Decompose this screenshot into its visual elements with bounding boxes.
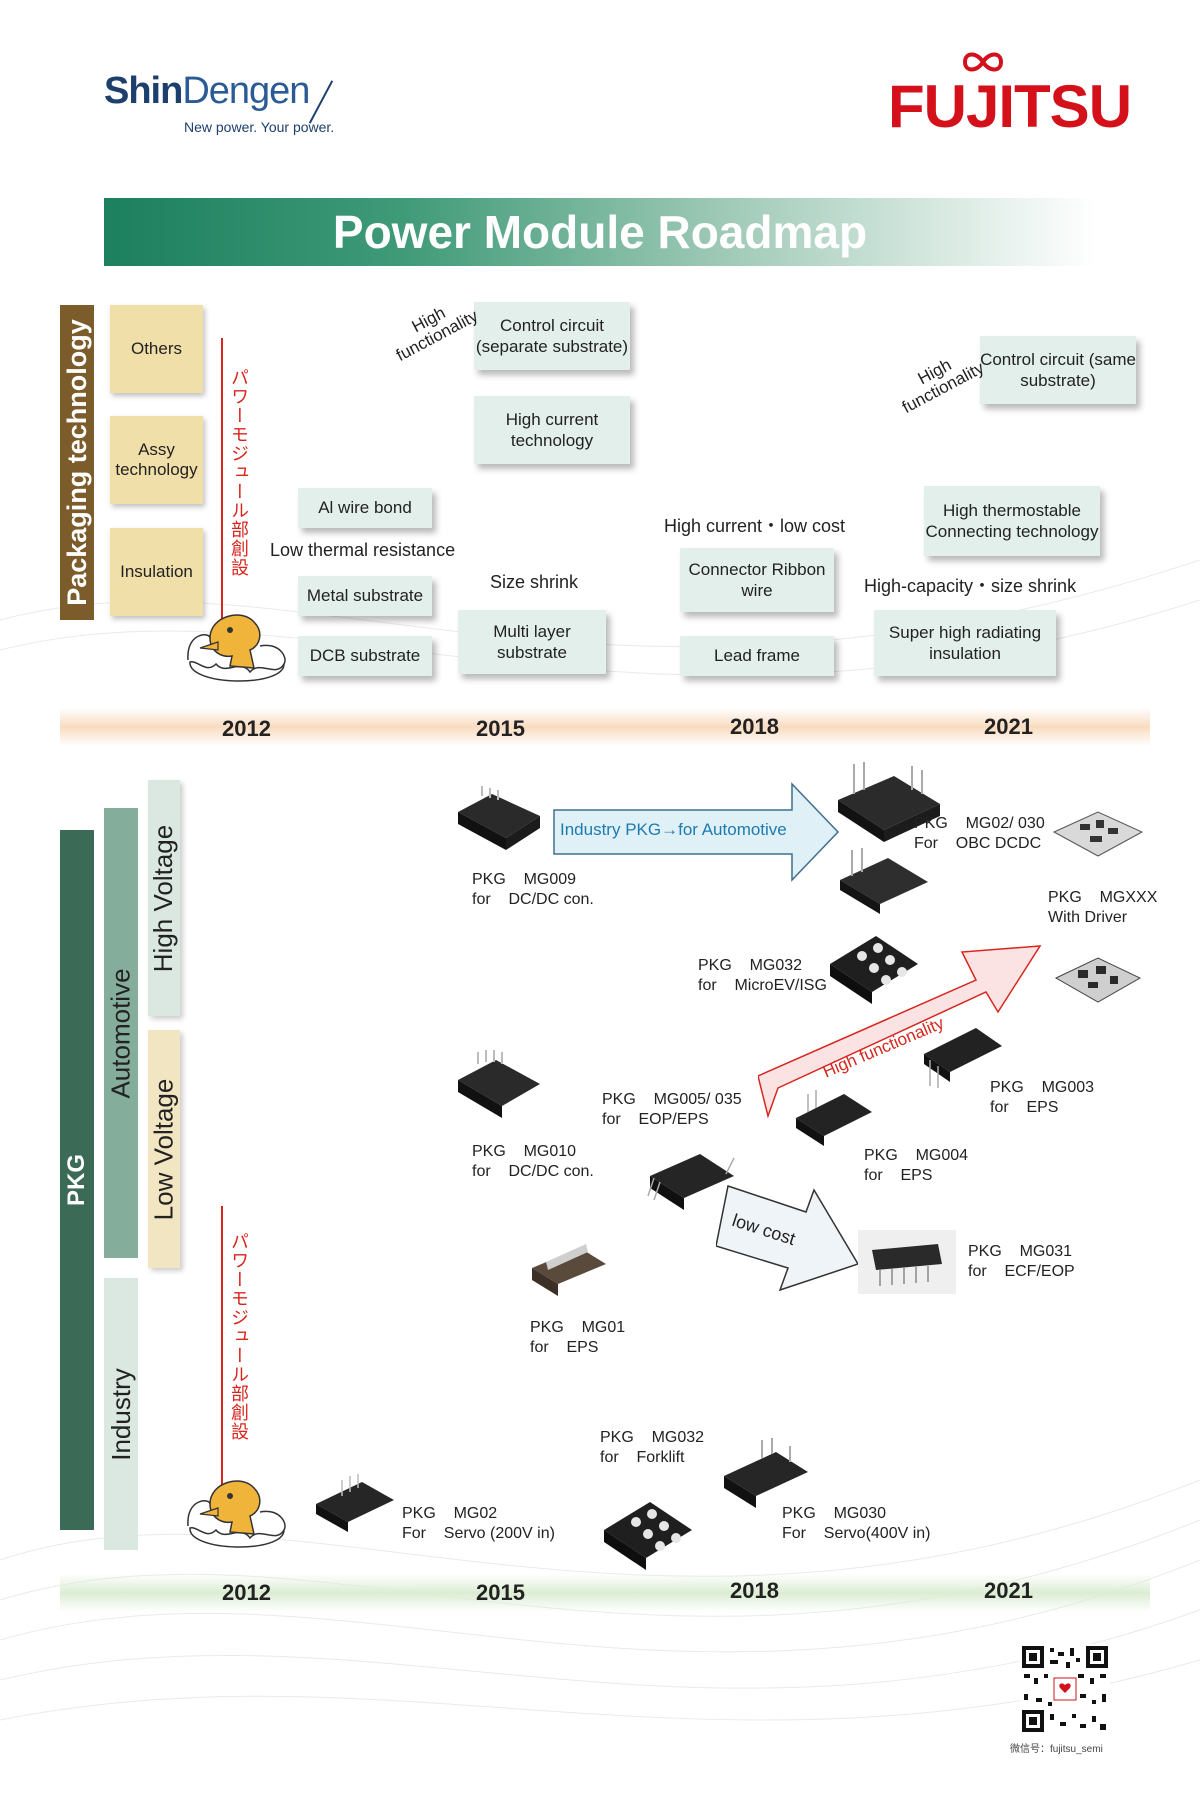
module-mg005-035-image xyxy=(647,1154,735,1210)
automotive-label: Automotive xyxy=(104,808,138,1258)
year-bottom-2021: 2021 xyxy=(984,1578,1033,1603)
year-bottom-2015: 2015 xyxy=(476,1580,525,1605)
module-mg032-micro-image xyxy=(830,936,918,1004)
box-multi-layer: Multi layer substrate xyxy=(458,610,606,674)
label-mg032-forklift: PKG MG032 for Forklift xyxy=(600,1429,705,1466)
box-super-high-radiating: Super high radiating insulation xyxy=(874,610,1056,676)
logo-shin: Shin xyxy=(104,70,183,112)
module-mg032-forklift-image xyxy=(604,1502,692,1570)
module-mg003-image xyxy=(924,1028,1002,1088)
label-mg003: PKG MG003 for EPS xyxy=(990,1079,1095,1116)
timeline-bottom xyxy=(60,1574,1150,1612)
module-mg02-image xyxy=(316,1474,394,1532)
label-mg009: PKG MG009 for DC/DC con. xyxy=(472,871,594,908)
module-mg02-030-alt-image xyxy=(840,848,928,914)
label-mg02-030: PKG MG02/ 030 For OBC DCDC xyxy=(914,815,1045,852)
title-banner xyxy=(104,198,1096,266)
logo-dengen: Dengen xyxy=(182,70,310,112)
year-top-2012: 2012 xyxy=(222,716,271,741)
fujitsu-infinity-icon xyxy=(962,52,1004,72)
industry-label: Industry xyxy=(104,1278,138,1550)
high-voltage-label: High Voltage xyxy=(148,780,180,1016)
year-top-2021: 2021 xyxy=(984,714,1033,739)
category-assy: Assy technology xyxy=(110,416,203,504)
arrow-industry-label: Industry PKG→for Automotive xyxy=(560,820,787,839)
pkg-label: PKG xyxy=(60,830,94,1530)
module-mg010-image xyxy=(458,1050,540,1118)
label-mgxxx: PKG MGXXX With Driver xyxy=(1048,889,1158,926)
qr-code xyxy=(1020,1644,1110,1734)
label-mg01: PKG MG01 for EPS xyxy=(530,1319,626,1356)
box-control-same: Control circuit (same substrate) xyxy=(980,336,1136,404)
box-lead-frame: Lead frame xyxy=(680,636,834,676)
box-dcb-substrate: DCB substrate xyxy=(298,636,432,676)
module-mg009-image xyxy=(458,786,540,850)
year-bottom-2018: 2018 xyxy=(730,1578,779,1603)
box-control-separate: Control circuit (separate substrate) xyxy=(474,302,630,370)
arrow-industry-to-automotive xyxy=(553,782,840,882)
low-voltage-label: Low Voltage xyxy=(148,1030,180,1268)
packaging-technology-label: Packaging technology xyxy=(60,305,94,620)
qr-caption: 微信号：fujitsu_semi xyxy=(1010,1744,1103,1755)
box-metal-substrate: Metal substrate xyxy=(298,576,432,616)
jp-note-bottom: パワーモジュール部創設 xyxy=(229,1232,249,1441)
label-high-current-low-cost: High current・low cost xyxy=(664,516,846,536)
shindengen-logo: ShinDengen New power. Your power. xyxy=(104,70,334,135)
year-bottom-2012: 2012 xyxy=(222,1580,271,1605)
label-mg02: PKG MG02 For Servo (200V in) xyxy=(402,1505,555,1542)
module-mgxxx-board-image xyxy=(1052,811,1144,857)
box-high-thermostable: High thermostable Connecting technology xyxy=(924,486,1100,556)
page-title: Power Module Roadmap xyxy=(332,206,868,258)
jp-note-top: パワーモジュール部創設 xyxy=(229,368,249,577)
box-high-current-tech: High current technology xyxy=(474,396,630,464)
label-mg005-035: PKG MG005/ 035 for EOP/EPS xyxy=(602,1091,742,1128)
label-mg030: PKG MG030 For Servo(400V in) xyxy=(782,1505,931,1542)
chick-egg-icon xyxy=(187,614,286,682)
year-top-2018: 2018 xyxy=(730,714,779,739)
module-mgxxx-driver-image xyxy=(1054,957,1142,1003)
label-mg004: PKG MG004 for EPS xyxy=(864,1147,969,1184)
box-al-wire-bond: Al wire bond xyxy=(298,488,432,528)
label-low-thermal: Low thermal resistance xyxy=(270,540,456,560)
arrow-low-cost xyxy=(716,1185,860,1292)
chick-egg-icon xyxy=(187,1480,286,1548)
logo-tagline: New power. Your power. xyxy=(184,119,335,135)
category-insulation: Insulation xyxy=(110,528,203,616)
founding-line-bottom xyxy=(221,1206,223,1506)
timeline-top xyxy=(60,708,1150,746)
label-size-shrink: Size shrink xyxy=(490,572,579,592)
label-high-capacity: High-capacity・size shrink xyxy=(864,576,1077,596)
label-mg010: PKG MG010 for DC/DC con. xyxy=(472,1143,594,1180)
label-mg032-micro: PKG MG032 for MicroEV/ISG xyxy=(698,957,827,994)
year-top-2015: 2015 xyxy=(476,716,525,741)
module-mg031-image xyxy=(858,1230,956,1294)
module-mg01-image xyxy=(532,1244,606,1296)
category-others: Others xyxy=(110,305,203,393)
founding-line-top xyxy=(221,338,223,620)
module-mg030-image xyxy=(724,1438,808,1508)
label-mg031: PKG MG031 for ECF/EOP xyxy=(968,1243,1075,1280)
box-connector-ribbon: Connector Ribbon wire xyxy=(680,548,834,612)
arrow-high-functionality xyxy=(758,945,1042,1119)
fujitsu-logo: FUJITSU xyxy=(888,73,1132,140)
module-mg02-030-image xyxy=(838,762,940,842)
module-mg004-image xyxy=(796,1090,872,1146)
